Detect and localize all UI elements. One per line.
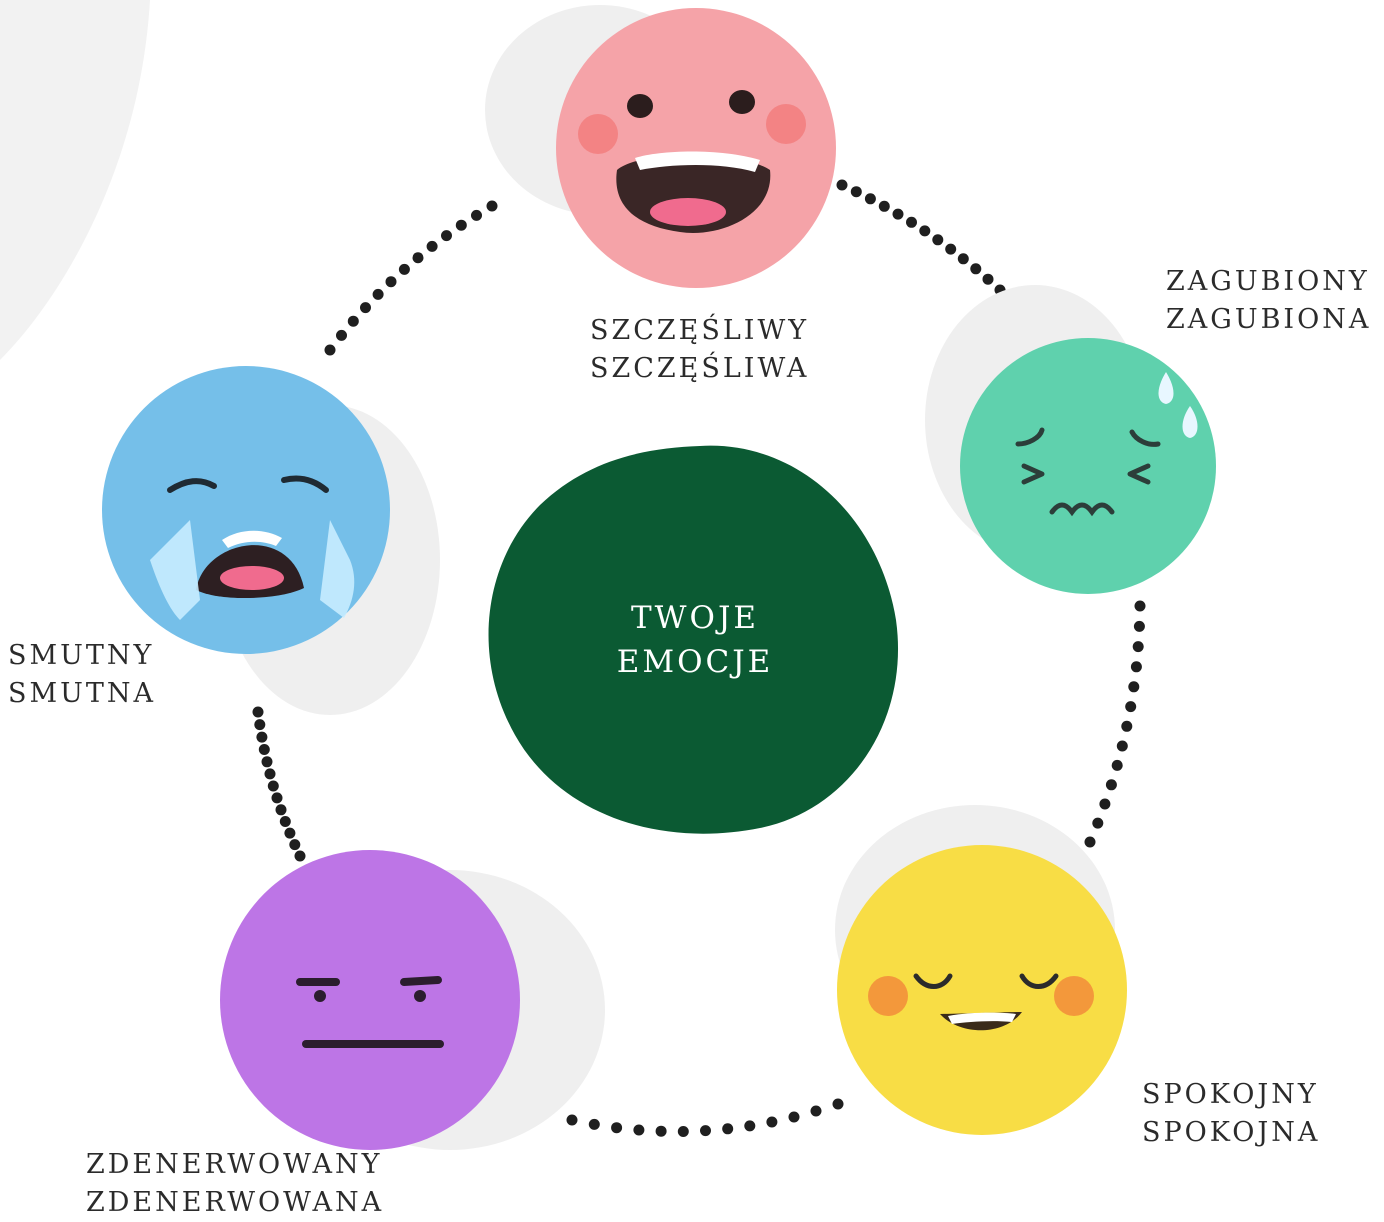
connector-dot: [906, 216, 917, 228]
connector-dot: [588, 1118, 600, 1130]
connector-dot: [766, 1116, 778, 1128]
connector-dot: [264, 768, 276, 780]
connector-dot: [1092, 817, 1104, 829]
label-happy: SZCZĘŚLIWY SZCZĘŚLIWA: [590, 312, 809, 388]
connector-dot: [1134, 600, 1146, 612]
connector-dot: [275, 804, 287, 816]
connector-dot: [633, 1124, 645, 1136]
connector-dot: [372, 288, 384, 300]
label-sad: SMUTNY SMUTNA: [8, 637, 156, 713]
calm-face-icon: [837, 845, 1127, 1135]
connector-dot: [970, 263, 982, 275]
connector-dot: [957, 253, 969, 265]
connector-dot: [1128, 681, 1140, 693]
connector-dot: [788, 1111, 800, 1123]
connector-dot: [336, 329, 347, 341]
connector-dot: [892, 208, 904, 220]
connector-dot: [700, 1125, 711, 1137]
connector-dot: [677, 1126, 689, 1137]
label-happy-feminine: SZCZĘŚLIWA: [590, 353, 810, 384]
connector-dot: [810, 1105, 822, 1117]
label-lost-masculine: ZAGUBIONY: [1166, 266, 1370, 297]
connector-dot: [850, 186, 862, 198]
connector-dot: [982, 273, 994, 285]
connector-dot: [1099, 798, 1111, 810]
connector-dot: [258, 744, 270, 755]
label-angry: ZDENERWOWANY ZDENERWOWANA: [86, 1146, 384, 1222]
center-title-line2: EMOCJE: [616, 644, 774, 680]
connector-dot: [1125, 701, 1137, 713]
connector-dot: [1132, 641, 1144, 653]
connector-dot: [455, 219, 467, 231]
connector-dot: [832, 1098, 844, 1110]
connector-dot: [878, 200, 890, 212]
connector-dot: [252, 706, 264, 718]
label-calm-feminine: SPOKOJNA: [1142, 1117, 1321, 1148]
label-angry-masculine: ZDENERWOWANY: [86, 1149, 383, 1180]
connector-dot: [1130, 661, 1142, 673]
connector-dot: [294, 850, 306, 862]
connector-dot: [1084, 836, 1096, 848]
connector-dot: [324, 344, 336, 356]
label-lost-feminine: ZAGUBIONA: [1166, 304, 1372, 335]
connector-dot: [945, 243, 957, 255]
connector-dot: [360, 302, 371, 314]
connector-dot: [398, 263, 410, 275]
connector-dot: [1116, 740, 1128, 752]
connector-dot: [919, 225, 931, 237]
connector-dot: [1133, 620, 1145, 632]
connector-dot: [441, 230, 452, 242]
center-title: TWOJE EMOCJE: [590, 596, 800, 684]
connector-dot: [289, 839, 301, 851]
crying-face-icon: [102, 366, 390, 654]
center-title-line1: TWOJE: [630, 600, 759, 636]
label-angry-feminine: ZDENERWOWANA: [86, 1187, 385, 1218]
connector-dot: [1121, 720, 1133, 732]
label-sad-feminine: SMUTNA: [8, 678, 157, 709]
label-calm: SPOKOJNY SPOKOJNA: [1142, 1076, 1320, 1152]
annoyed-face-icon: [220, 850, 520, 1150]
connector-dot: [486, 200, 498, 212]
happy-face-icon: [556, 8, 836, 288]
connector-dot: [722, 1123, 734, 1135]
connector-dot: [611, 1122, 623, 1134]
connector-dot: [836, 179, 848, 191]
connector-dot: [426, 240, 438, 252]
label-lost: ZAGUBIONY ZAGUBIONA: [1166, 263, 1371, 339]
connector-dot: [932, 234, 944, 246]
connector-dot: [267, 780, 279, 792]
connector-dot: [566, 1114, 578, 1126]
connector-dot: [1111, 759, 1123, 771]
worried-face-icon: [960, 338, 1216, 594]
connector-dot: [864, 193, 876, 205]
background-arc: [0, 0, 150, 360]
connector-dot: [412, 252, 424, 264]
connector-dot: [1105, 779, 1117, 791]
connector-dot: [256, 731, 268, 743]
connector-dot: [744, 1120, 756, 1132]
connector-dot: [471, 209, 482, 221]
connector-dot: [347, 315, 359, 327]
connector-dot: [284, 827, 296, 839]
connector-dot: [271, 792, 283, 804]
connector-dot: [385, 276, 397, 288]
center-blob: [488, 445, 899, 834]
label-calm-masculine: SPOKOJNY: [1142, 1079, 1319, 1110]
label-happy-masculine: SZCZĘŚLIWY: [590, 315, 810, 346]
connector-dot: [279, 816, 291, 827]
connector-dot: [261, 756, 273, 768]
label-sad-masculine: SMUTNY: [8, 640, 155, 671]
connector-dot: [655, 1125, 667, 1137]
connector-dot: [254, 719, 266, 731]
